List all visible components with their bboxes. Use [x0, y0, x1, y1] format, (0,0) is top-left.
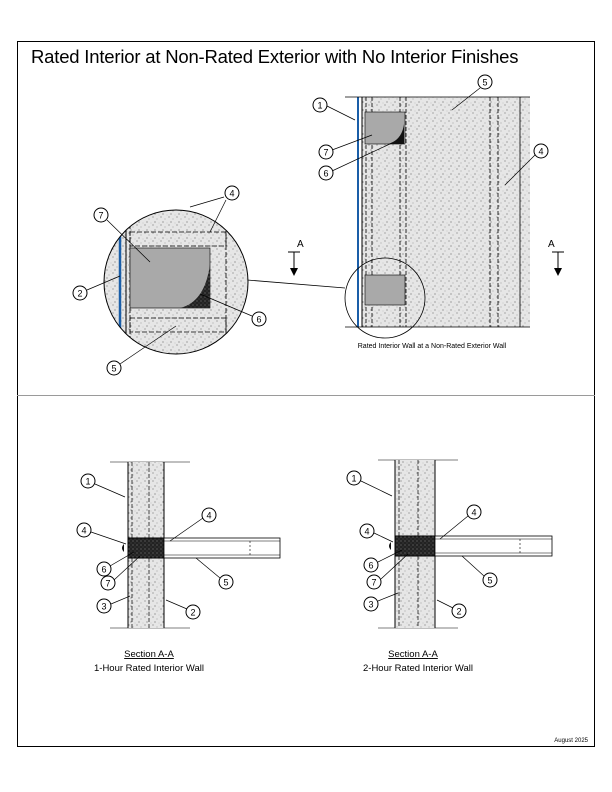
s2-callout-3: 3 — [368, 600, 373, 610]
plan-caption: Rated Interior Wall at a Non-Rated Exter… — [358, 343, 507, 350]
sheet-date: August 2025 — [554, 738, 588, 744]
callout-7: 7 — [323, 148, 328, 158]
detail-callout-5: 5 — [111, 364, 116, 374]
detail-callouts: 4 7 2 6 5 — [72, 185, 267, 376]
detail-callout-4: 4 — [229, 189, 234, 199]
s2-callout-2: 2 — [456, 607, 461, 617]
s2-sublabel: 2-Hour Rated Interior Wall — [363, 663, 473, 674]
s2-label: Section A-A — [388, 649, 438, 660]
section-markers: A A — [288, 239, 564, 276]
s2-callout-4a: 4 — [364, 527, 369, 537]
section-1hr: 1 4 6 7 4 5 3 2 Section A-A 1-Hour Rated… — [76, 461, 281, 674]
detail-callout-2: 2 — [77, 289, 82, 299]
s1-callout-6: 6 — [101, 565, 106, 575]
s1-callout-1: 1 — [85, 477, 90, 487]
sheet-divider — [17, 395, 595, 396]
detail-callout-6: 6 — [256, 315, 261, 325]
callout-4: 4 — [538, 147, 543, 157]
section-marker-right: A — [548, 239, 555, 250]
detail-callout-7: 7 — [98, 211, 103, 221]
s2-callout-4b: 4 — [471, 508, 476, 518]
s2-callout-6: 6 — [368, 561, 373, 571]
s1-label: Section A-A — [124, 649, 174, 660]
s1-callout-5: 5 — [223, 578, 228, 588]
s2-callout-7: 7 — [371, 578, 376, 588]
callout-6: 6 — [323, 169, 328, 179]
s1-callout-7: 7 — [105, 579, 110, 589]
s2-callout-5: 5 — [487, 576, 492, 586]
enlarged-detail — [103, 209, 249, 355]
plan-view: Rated Interior Wall at a Non-Rated Exter… — [246, 96, 530, 350]
sheet-title: Rated Interior at Non-Rated Exterior wit… — [31, 46, 519, 67]
section-2hr: 1 4 6 7 4 5 3 2 Section A-A 2-Hour Rated… — [346, 459, 553, 674]
callout-1: 1 — [317, 101, 322, 111]
callout-5: 5 — [482, 78, 487, 88]
plan-callouts: 1 5 7 6 4 — [312, 74, 549, 186]
s1-callout-3: 3 — [101, 602, 106, 612]
section-marker-left: A — [297, 239, 304, 250]
s1-callout-4a: 4 — [81, 526, 86, 536]
s2-callout-1: 1 — [351, 474, 356, 484]
s1-callout-2: 2 — [190, 608, 195, 618]
s1-callout-4b: 4 — [206, 511, 211, 521]
s1-sublabel: 1-Hour Rated Interior Wall — [94, 663, 204, 674]
drawing-frame — [17, 41, 595, 747]
